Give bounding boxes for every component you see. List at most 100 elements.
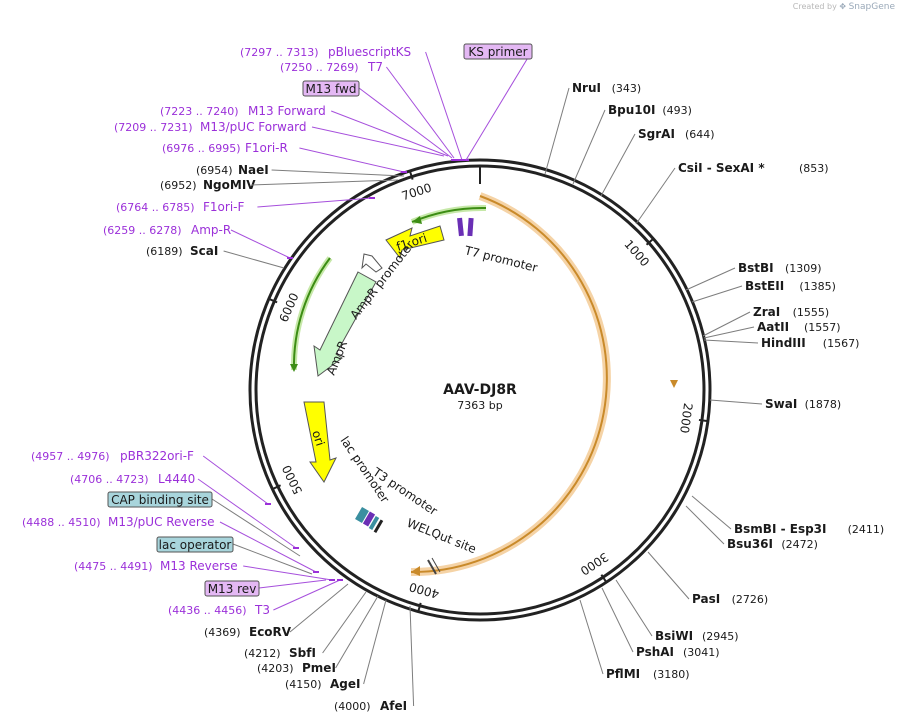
site-name: ScaI [190, 244, 218, 258]
site-leader [691, 285, 743, 303]
primer-leader [273, 579, 341, 611]
site-name: AfeI [380, 699, 407, 713]
primer-name: F1ori-F [203, 200, 244, 214]
site-position: (1385) [799, 280, 836, 293]
site-name: SwaI [765, 397, 797, 411]
site-position: (6954) [196, 164, 233, 177]
feature-label-t7-promoter: T7 promoter [462, 243, 539, 275]
green-arrow-top-icon [412, 216, 422, 224]
ori-feature [303, 401, 337, 483]
box-leader [232, 543, 313, 575]
sites-left: (6954)NaeI(6952)NgoMIV(6189)ScaI(4369)Ec… [146, 163, 415, 713]
primer-site-mark [337, 579, 343, 581]
primer-leader [311, 126, 445, 157]
site-leader [579, 599, 604, 675]
tick-mark-5000 [271, 484, 282, 491]
primer-site-mark [455, 159, 461, 161]
box-leader [258, 579, 327, 589]
sites-right: NruI(343)Bpu10I(493)SgrAI(644)CsiI - Sex… [544, 81, 885, 681]
primer-site-mark [369, 197, 375, 199]
primer-leader [230, 229, 291, 259]
site-name: SbfI [289, 646, 316, 660]
site-name: Bpu10I [608, 103, 655, 117]
site-position: (1567) [823, 337, 860, 350]
site-name: BsiWI [655, 629, 693, 643]
primer-leader [331, 110, 449, 157]
ampr-feature [313, 271, 377, 377]
feature-label-welqut-site: WELQut site [405, 516, 478, 556]
site-name: BsmBI - Esp3I [734, 522, 826, 536]
site-leader [251, 179, 399, 186]
orange-feature-arc [410, 195, 608, 574]
site-name: AatII [757, 320, 789, 334]
site-position: (2726) [732, 593, 769, 606]
primer-site-mark [265, 503, 271, 505]
site-position: (6952) [160, 179, 197, 192]
label-box [302, 80, 360, 97]
site-leader [691, 495, 732, 530]
label-box-text: KS primer [468, 45, 527, 59]
site-position: (1878) [805, 398, 842, 411]
primer-leader [197, 478, 297, 549]
site-position: (4150) [285, 678, 322, 691]
site-name: BstBI [738, 261, 774, 275]
box-leader [358, 87, 453, 159]
tick-mark-4000 [417, 602, 422, 613]
t7-promoter-mark-2 [467, 217, 474, 237]
site-leader [600, 133, 636, 197]
label-box-text: M13 fwd [306, 82, 357, 96]
primer-leader [299, 147, 405, 173]
tick-mark-6000 [267, 297, 278, 304]
site-leader [703, 339, 759, 344]
orange-arrow-icon [670, 380, 678, 388]
site-leader [544, 87, 570, 175]
site-name: PflMI [606, 667, 640, 681]
plasmid-length: 7363 bp [457, 399, 502, 412]
primer-name: M13 Reverse [160, 559, 238, 573]
primer-leader [385, 66, 455, 159]
feature-label-ori: ori [309, 429, 327, 448]
green-feature-arc-left [292, 257, 331, 371]
site-position: (4212) [244, 647, 281, 660]
label-box-text: CAP binding site [111, 493, 209, 507]
plasmid-name: AAV-DJ8R [443, 382, 517, 398]
tick-mark-1000 [645, 237, 655, 246]
site-name: HindIII [761, 336, 806, 350]
primer-range: (4488 .. 4510) [22, 516, 101, 529]
site-position: (2472) [781, 538, 818, 551]
tick-mark-3000 [600, 574, 608, 584]
site-leader [271, 169, 405, 177]
site-leader [615, 579, 653, 637]
primer-site-mark [313, 571, 319, 573]
f1-ori-feature [385, 225, 445, 260]
site-name: AgeI [330, 677, 360, 691]
primer-name: Amp-R [191, 223, 231, 237]
label-box [463, 43, 533, 60]
primer-name: T3 [254, 603, 270, 617]
site-position: (1557) [804, 321, 841, 334]
site-position: (4203) [257, 662, 294, 675]
site-position: (4000) [334, 700, 371, 713]
label-box [204, 580, 260, 597]
primer-range: (7223 .. 7240) [160, 105, 239, 118]
tick-mark-7000 [408, 169, 414, 180]
primer-range: (4436 .. 4456) [168, 604, 247, 617]
primer-leader [257, 197, 373, 208]
primer-range: (4706 .. 4723) [70, 473, 149, 486]
primer-range: (4475 .. 4491) [74, 560, 153, 573]
primer-name: M13 Forward [248, 104, 326, 118]
site-name: NgoMIV [203, 178, 256, 192]
primer-leader [219, 521, 317, 573]
site-name: NaeI [238, 163, 269, 177]
primer-range: (6259 .. 6278) [103, 224, 182, 237]
site-position: (2411) [848, 523, 885, 536]
backbone-outer [248, 158, 712, 622]
site-name: PshAI [636, 645, 674, 659]
primer-site-mark [293, 547, 299, 549]
site-leader [572, 109, 606, 185]
site-name: SgrAI [638, 127, 675, 141]
site-position: (3041) [683, 646, 720, 659]
box-leader [211, 498, 301, 557]
site-name: CsiI - SexAI * [678, 161, 765, 175]
